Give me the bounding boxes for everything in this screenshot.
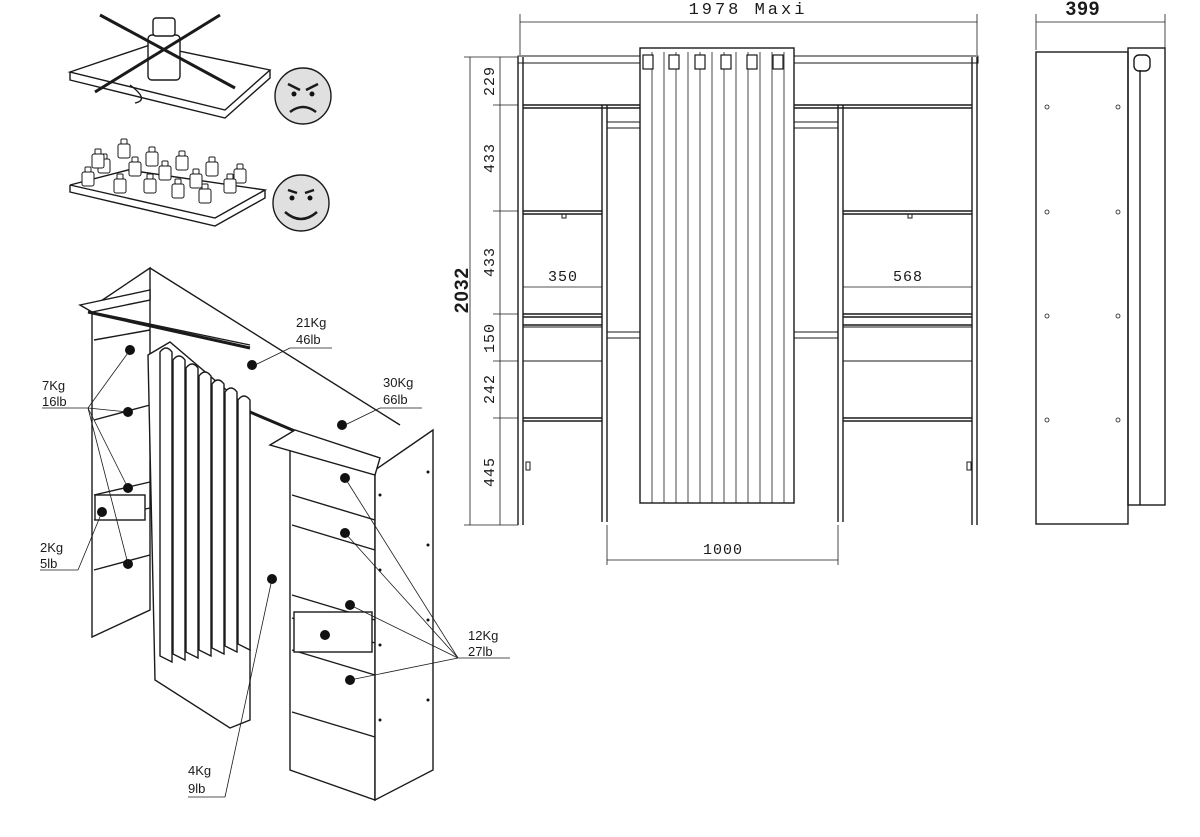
- side-elevation: 399: [1035, 0, 1166, 525]
- right-column-width: 568: [893, 269, 923, 286]
- load-label-right-drawer: 4Kg 9lb: [188, 763, 211, 796]
- total-width-label: 1978 Maxi: [689, 1, 808, 20]
- curtain-front: [639, 47, 795, 504]
- center-width: 1000: [703, 542, 743, 559]
- isometric-wardrobe: 21Kg 46lb 30Kg 66lb 7Kg 16lb 2Kg 5lb 12K…: [40, 266, 510, 802]
- angry-face-icon: [274, 67, 332, 125]
- svg-text:66lb: 66lb: [383, 392, 408, 407]
- left-column-width: 350: [548, 269, 578, 286]
- load-label-right-shelf: 12Kg 27lb: [468, 628, 498, 659]
- svg-text:9lb: 9lb: [188, 781, 205, 796]
- point-load-forbidden-icon: [67, 13, 272, 119]
- total-height-label: 2032: [452, 267, 473, 313]
- svg-text:21Kg: 21Kg: [296, 315, 326, 330]
- row-3-height: 433: [482, 247, 499, 277]
- depth-label: 399: [1066, 0, 1101, 20]
- load-label-left-shelf: 7Kg 16lb: [42, 378, 67, 409]
- front-elevation: 1978 Maxi: [452, 1, 979, 565]
- svg-text:27lb: 27lb: [468, 644, 493, 659]
- distributed-load-icon: [69, 138, 268, 227]
- row-5-height: 242: [482, 374, 499, 404]
- svg-text:5lb: 5lb: [40, 556, 57, 571]
- row-6-height: 445: [482, 457, 499, 487]
- svg-text:7Kg: 7Kg: [42, 378, 65, 393]
- svg-text:12Kg: 12Kg: [468, 628, 498, 643]
- happy-face-icon: [272, 174, 330, 232]
- side-holes-elevation: [1044, 104, 1121, 423]
- svg-text:2Kg: 2Kg: [40, 540, 63, 555]
- svg-text:30Kg: 30Kg: [383, 375, 413, 390]
- load-label-top-shelf: 21Kg 46lb: [296, 315, 326, 347]
- leader-lines: [40, 347, 510, 798]
- load-label-left-drawer: 2Kg 5lb: [40, 540, 63, 571]
- curtain-iso: [147, 341, 251, 729]
- svg-text:16lb: 16lb: [42, 394, 67, 409]
- load-label-rail: 30Kg 66lb: [383, 375, 413, 407]
- svg-text:46lb: 46lb: [296, 332, 321, 347]
- row-1-height: 229: [482, 66, 499, 96]
- row-4-height: 150: [482, 323, 499, 353]
- svg-text:4Kg: 4Kg: [188, 763, 211, 778]
- row-2-height: 433: [482, 143, 499, 173]
- column-width-dimensions: 350 568 1000: [523, 269, 972, 565]
- height-dimensions: 229 433 433 150 242 445 2032: [452, 56, 518, 526]
